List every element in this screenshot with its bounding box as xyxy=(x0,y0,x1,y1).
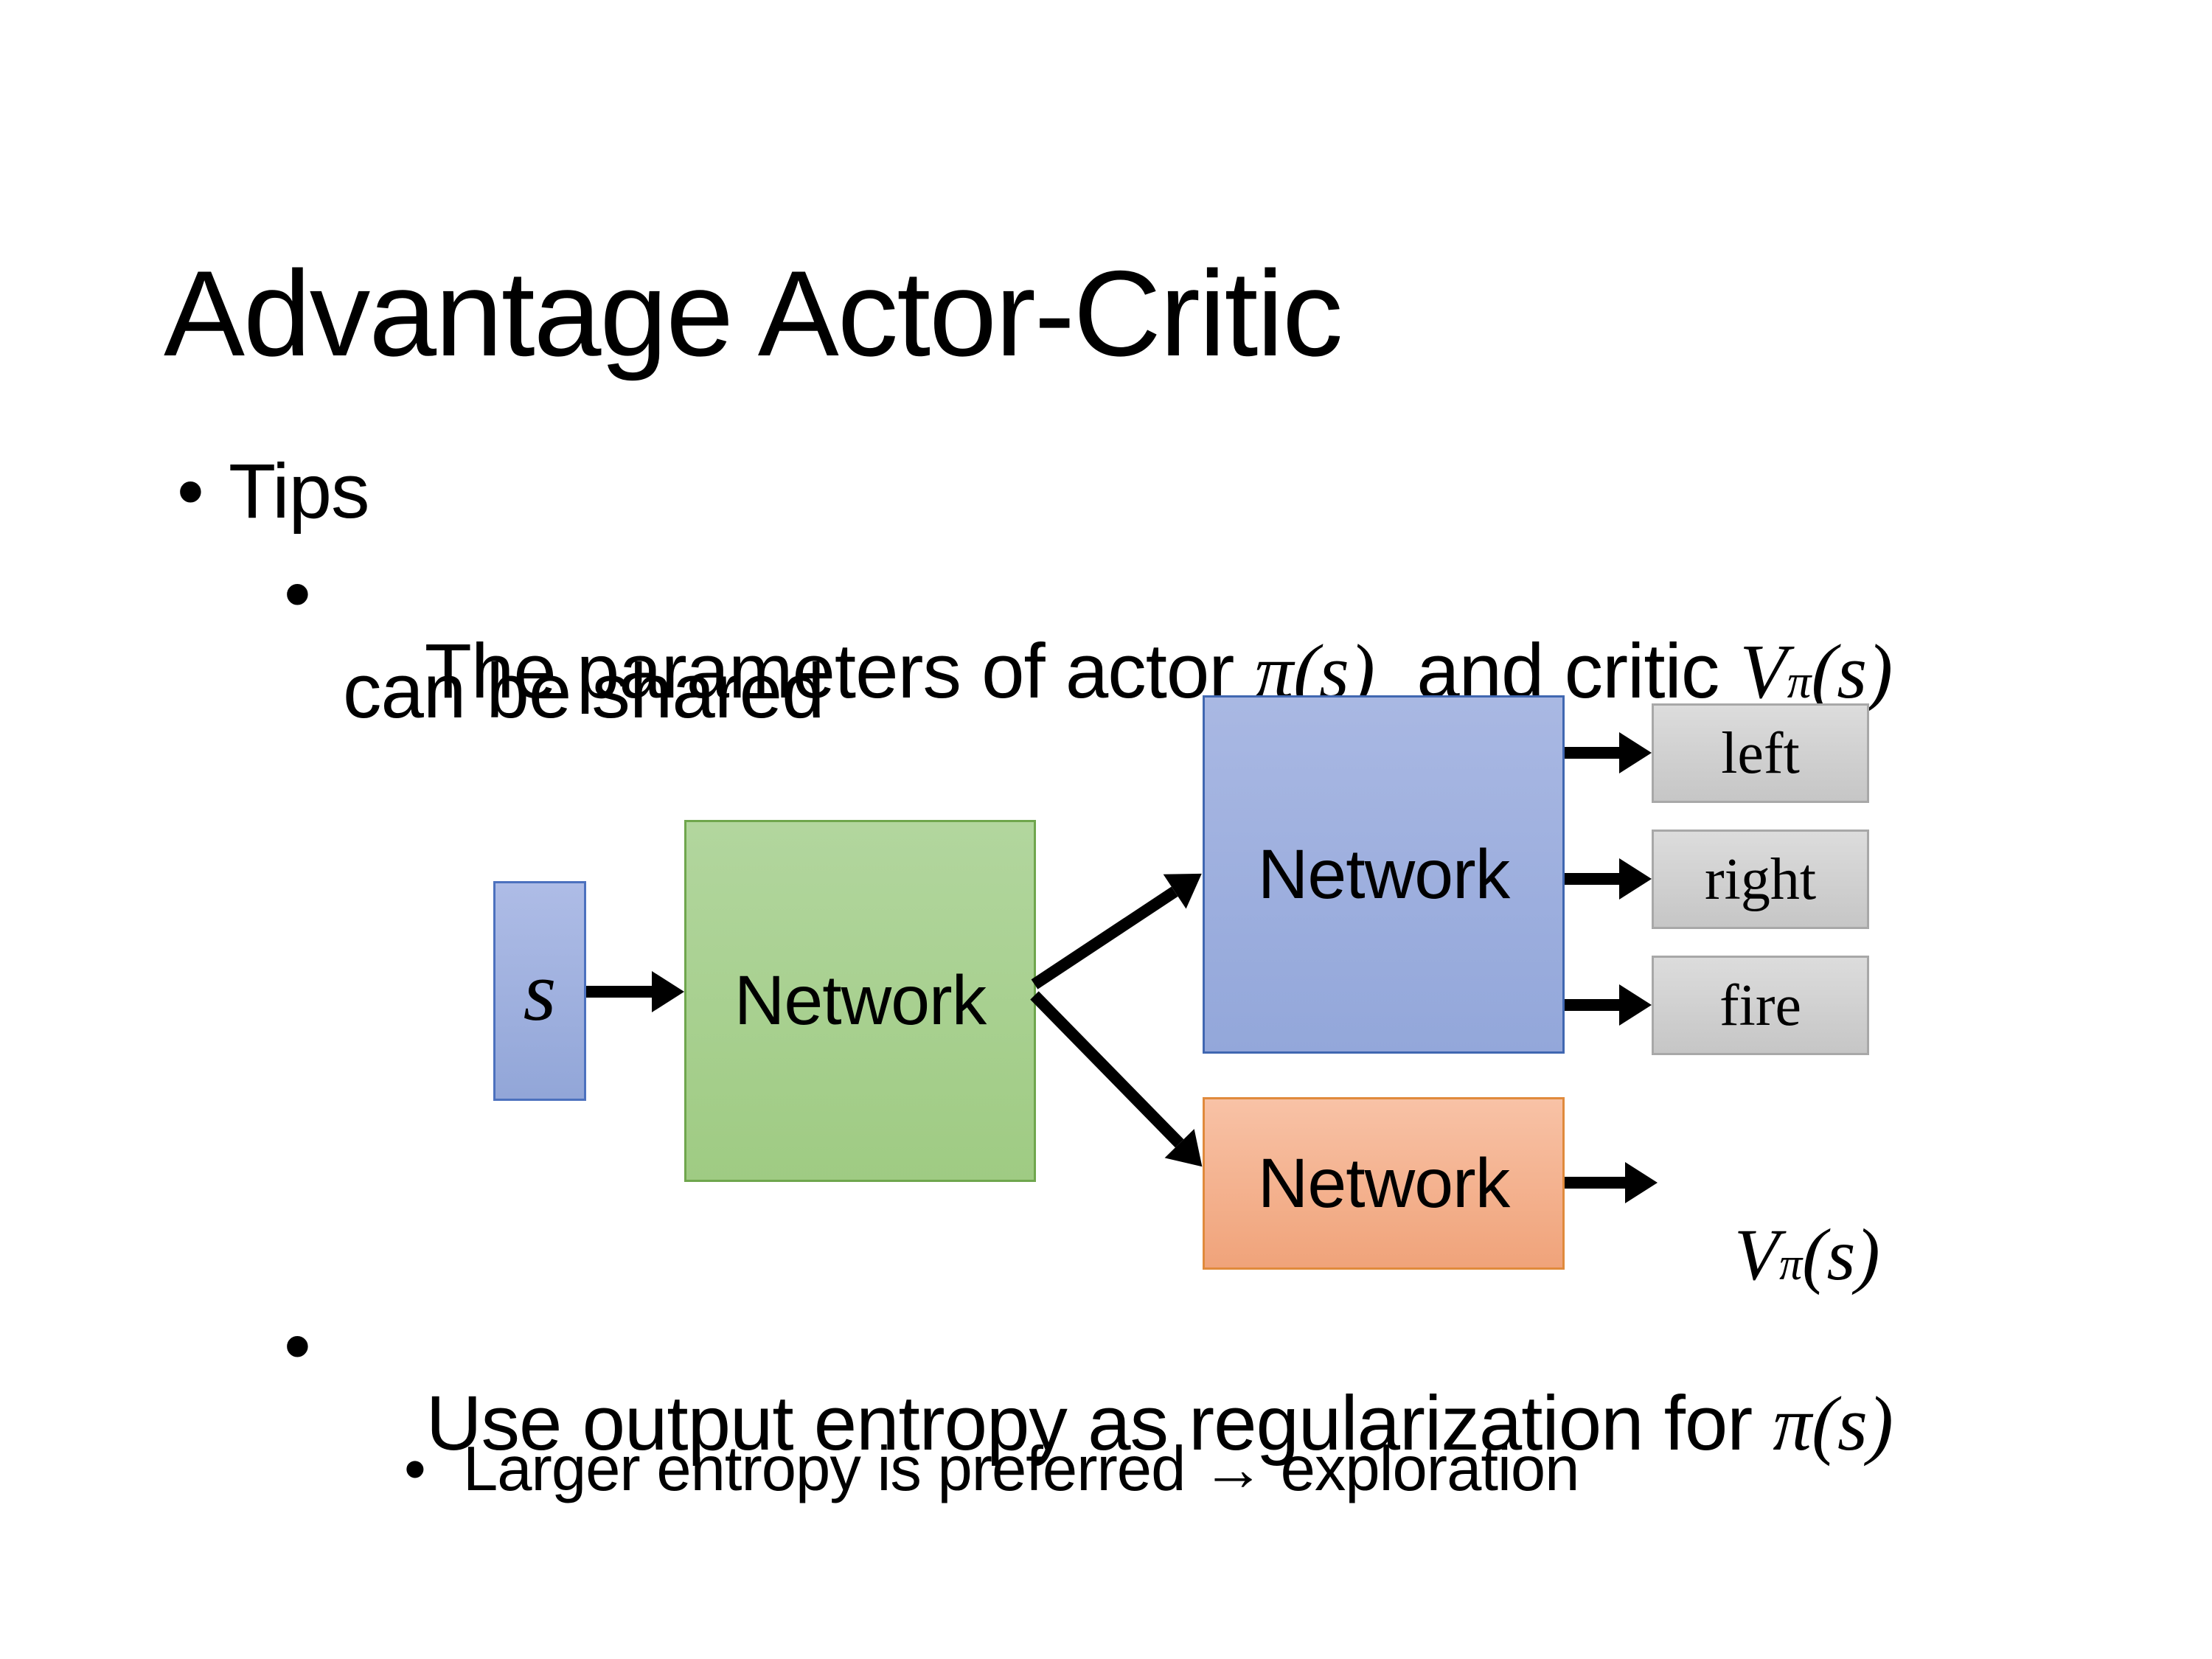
shared-params-bullet-marker: • xyxy=(284,551,311,637)
action-left-label: left xyxy=(1721,720,1800,786)
action-right-box: right xyxy=(1652,830,1869,929)
entropy-policy-math: π(s) xyxy=(1773,1380,1893,1467)
arrow-head xyxy=(1625,1162,1658,1203)
arrow-shared-to-actor-icon xyxy=(1023,856,1214,1002)
arrow-critic-to-value-icon xyxy=(1565,1162,1658,1203)
arrow-actor-to-right-icon xyxy=(1565,858,1652,900)
value-sup: π xyxy=(1779,1239,1803,1290)
arrow-shaft xyxy=(1565,1177,1625,1189)
entropy-bullet-marker: • xyxy=(284,1303,311,1389)
arrow-actor-to-fire-icon xyxy=(1565,984,1652,1026)
shared-network-box: Network xyxy=(684,820,1036,1182)
critic-value-sup: π xyxy=(1787,655,1812,709)
state-box: s xyxy=(493,881,586,1101)
actor-network-label: Network xyxy=(1257,835,1510,914)
arrow-shaft xyxy=(1565,999,1619,1011)
critic-value-args: (s) xyxy=(1811,628,1893,714)
arrow-actor-to-left-icon xyxy=(1565,732,1652,773)
shared-params-text2: and critic xyxy=(1374,628,1740,714)
critic-network-box: Network xyxy=(1203,1097,1565,1270)
tips-bullet-marker: • xyxy=(177,448,204,535)
entropy-line: Use output entropy as regularization for… xyxy=(343,1307,1893,1540)
arrow-head xyxy=(1619,858,1652,900)
value-output-label: Vπ(s) xyxy=(1660,1144,1880,1366)
action-fire-label: fire xyxy=(1719,973,1801,1038)
value-base: V xyxy=(1734,1214,1780,1295)
arrow-head xyxy=(1619,984,1652,1026)
arrow-shaft xyxy=(1030,991,1184,1148)
action-right-label: right xyxy=(1704,846,1817,912)
arrow-shared-to-critic-icon xyxy=(1020,981,1217,1181)
arrow-shaft xyxy=(1565,747,1619,759)
exploration-line: Larger entropy is preferred → exploratio… xyxy=(463,1434,1579,1504)
arrow-shaft xyxy=(1031,886,1178,990)
arrow-head xyxy=(1619,732,1652,773)
action-left-box: left xyxy=(1652,703,1869,803)
critic-network-label: Network xyxy=(1257,1144,1510,1222)
critic-value-base: V xyxy=(1739,628,1787,714)
arrow-head xyxy=(652,971,684,1012)
arrow-shaft xyxy=(1565,873,1619,885)
action-fire-box: fire xyxy=(1652,956,1869,1055)
arrow-state-to-shared-icon xyxy=(586,971,684,1012)
exploration-bullet-marker: • xyxy=(404,1434,426,1504)
shared-params-text1: The parameters of actor xyxy=(424,628,1255,714)
state-label: s xyxy=(523,944,557,1038)
slide-title: Advantage Actor-Critic xyxy=(164,245,1343,381)
value-args: (s) xyxy=(1802,1214,1880,1295)
tips-label: Tips xyxy=(229,448,369,535)
shared-network-label: Network xyxy=(734,961,987,1040)
shared-params-line2: can be shared xyxy=(343,648,824,734)
actor-network-box: Network xyxy=(1203,695,1565,1054)
entropy-text: Use output entropy as regularization for xyxy=(425,1380,1773,1467)
arrow-shaft xyxy=(586,986,652,998)
